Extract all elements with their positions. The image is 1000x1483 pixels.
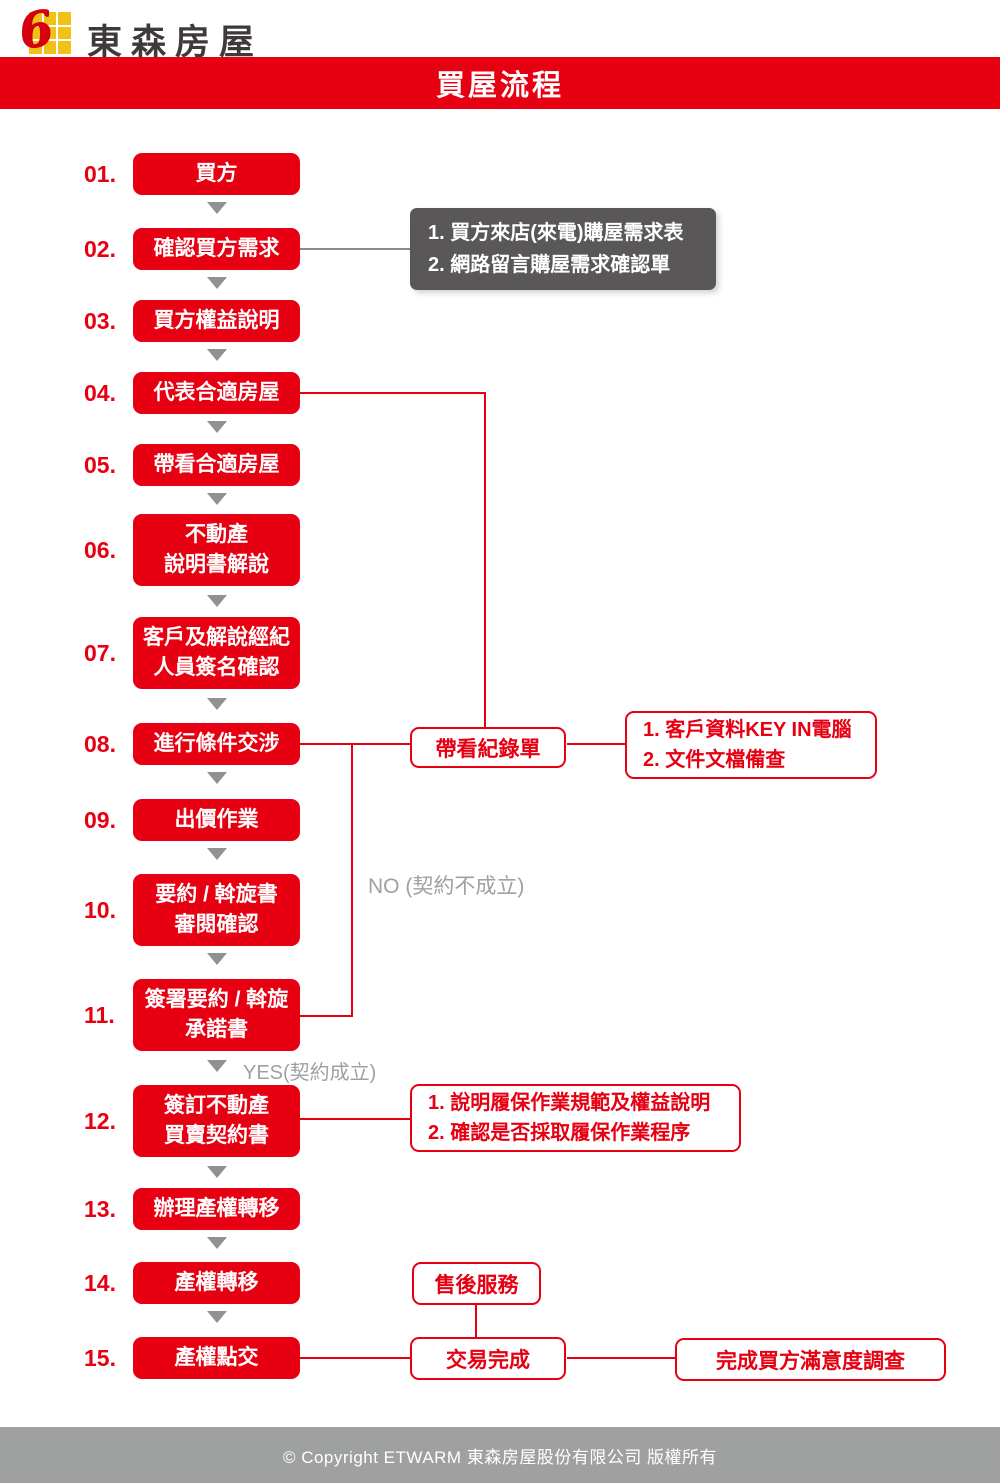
step-number-13: 13. bbox=[84, 1195, 116, 1222]
footer: © Copyright ETWARM 東森房屋股份有限公司 版權所有 bbox=[0, 1427, 1000, 1483]
down-arrow-icon bbox=[207, 1237, 227, 1249]
step-box-15: 產權點交 bbox=[133, 1337, 300, 1379]
satisfaction-survey-box: 完成買方滿意度調查 bbox=[675, 1338, 946, 1381]
down-arrow-icon bbox=[207, 953, 227, 965]
yes-branch-label: YES(契約成立) bbox=[243, 1062, 377, 1084]
down-arrow-icon bbox=[207, 1060, 227, 1072]
logo-swoosh-icon: 6 bbox=[14, 0, 58, 61]
step-box-05: 帶看合適房屋 bbox=[133, 444, 300, 486]
step-box-14: 產權轉移 bbox=[133, 1262, 300, 1304]
down-arrow-icon bbox=[207, 848, 227, 860]
escrow-note: 1. 說明履保作業規範及權益說明 2. 確認是否採取履保作業程序 bbox=[410, 1084, 741, 1152]
step-number-07: 07. bbox=[84, 639, 116, 666]
step-number-15: 15. bbox=[84, 1344, 116, 1371]
step-box-01: 買方 bbox=[133, 153, 300, 195]
step-number-14: 14. bbox=[84, 1269, 116, 1296]
step-box-10: 要約 / 斡旋書 審閱確認 bbox=[133, 874, 300, 946]
visit-record-note: 1. 客戶資料KEY IN電腦 2. 文件文檔備查 bbox=[625, 711, 877, 779]
note-line: 2. 確認是否採取履保作業程序 bbox=[428, 1122, 691, 1144]
down-arrow-icon bbox=[207, 493, 227, 505]
brand-logo: 6 東森房屋 bbox=[14, 0, 415, 63]
down-arrow-icon bbox=[207, 202, 227, 214]
brand-name: 東森房屋 bbox=[87, 22, 264, 63]
connector-line bbox=[300, 392, 486, 394]
connector-line bbox=[300, 248, 410, 250]
connector-line-no-branch bbox=[300, 1015, 353, 1017]
step-number-03: 03. bbox=[84, 307, 116, 334]
note-line: 1. 客戶資料KEY IN電腦 bbox=[643, 719, 852, 741]
connector-line bbox=[484, 392, 486, 727]
note-line: 1. 買方來店(來電)購屋需求表 bbox=[428, 222, 684, 244]
step-number-01: 01. bbox=[84, 160, 116, 187]
down-arrow-icon bbox=[207, 772, 227, 784]
step-number-11: 11. bbox=[84, 1001, 115, 1028]
step-number-12: 12. bbox=[84, 1107, 116, 1134]
step-number-08: 08. bbox=[84, 730, 116, 757]
step-box-03: 買方權益說明 bbox=[133, 300, 300, 342]
step-number-04: 04. bbox=[84, 379, 116, 406]
step-box-02: 確認買方需求 bbox=[133, 228, 300, 270]
step-box-04: 代表合適房屋 bbox=[133, 372, 300, 414]
connector-line bbox=[567, 743, 625, 745]
logo-grid-icon bbox=[29, 12, 71, 54]
title-banner: 買屋流程 bbox=[0, 57, 1000, 109]
down-arrow-icon bbox=[207, 1311, 227, 1323]
visit-record-box: 帶看紀錄單 bbox=[410, 727, 566, 768]
buyer-needs-note: 1. 買方來店(來電)購屋需求表 2. 網路留言購屋需求確認單 bbox=[410, 208, 716, 290]
step-number-10: 10. bbox=[84, 896, 116, 923]
note-line: 1. 說明履保作業規範及權益說明 bbox=[428, 1092, 711, 1114]
step-box-07: 客戶及解說經紀 人員簽名確認 bbox=[133, 617, 300, 689]
step-box-12: 簽訂不動產 買賣契約書 bbox=[133, 1085, 300, 1157]
down-arrow-icon bbox=[207, 349, 227, 361]
down-arrow-icon bbox=[207, 421, 227, 433]
note-line: 2. 文件文檔備查 bbox=[643, 749, 786, 771]
down-arrow-icon bbox=[207, 1166, 227, 1178]
copyright-text: © Copyright ETWARM 東森房屋股份有限公司 版權所有 bbox=[282, 1447, 718, 1467]
step-number-06: 06. bbox=[84, 536, 116, 563]
note-line: 2. 網路留言購屋需求確認單 bbox=[428, 254, 671, 276]
connector-line bbox=[300, 1118, 410, 1120]
step-number-02: 02. bbox=[84, 235, 116, 262]
step-box-09: 出價作業 bbox=[133, 799, 300, 841]
step-box-11: 簽署要約 / 斡旋 承諾書 bbox=[133, 979, 300, 1051]
after-sales-box: 售後服務 bbox=[412, 1262, 541, 1305]
connector-line bbox=[300, 1357, 410, 1359]
step-box-08: 進行條件交涉 bbox=[133, 723, 300, 765]
step-box-06: 不動產 說明書解說 bbox=[133, 514, 300, 586]
connector-line-no-branch bbox=[351, 743, 353, 1017]
step-number-09: 09. bbox=[84, 806, 116, 833]
deal-done-box: 交易完成 bbox=[410, 1337, 566, 1380]
step-box-13: 辦理產權轉移 bbox=[133, 1188, 300, 1230]
page-title: 買屋流程 bbox=[435, 70, 564, 102]
down-arrow-icon bbox=[207, 698, 227, 710]
step-number-05: 05. bbox=[84, 451, 116, 478]
down-arrow-icon bbox=[207, 277, 227, 289]
no-branch-label: NO (契約不成立) bbox=[368, 875, 525, 898]
connector-line bbox=[567, 1357, 675, 1359]
connector-line bbox=[300, 743, 410, 745]
connector-line bbox=[475, 1305, 477, 1338]
down-arrow-icon bbox=[207, 595, 227, 607]
